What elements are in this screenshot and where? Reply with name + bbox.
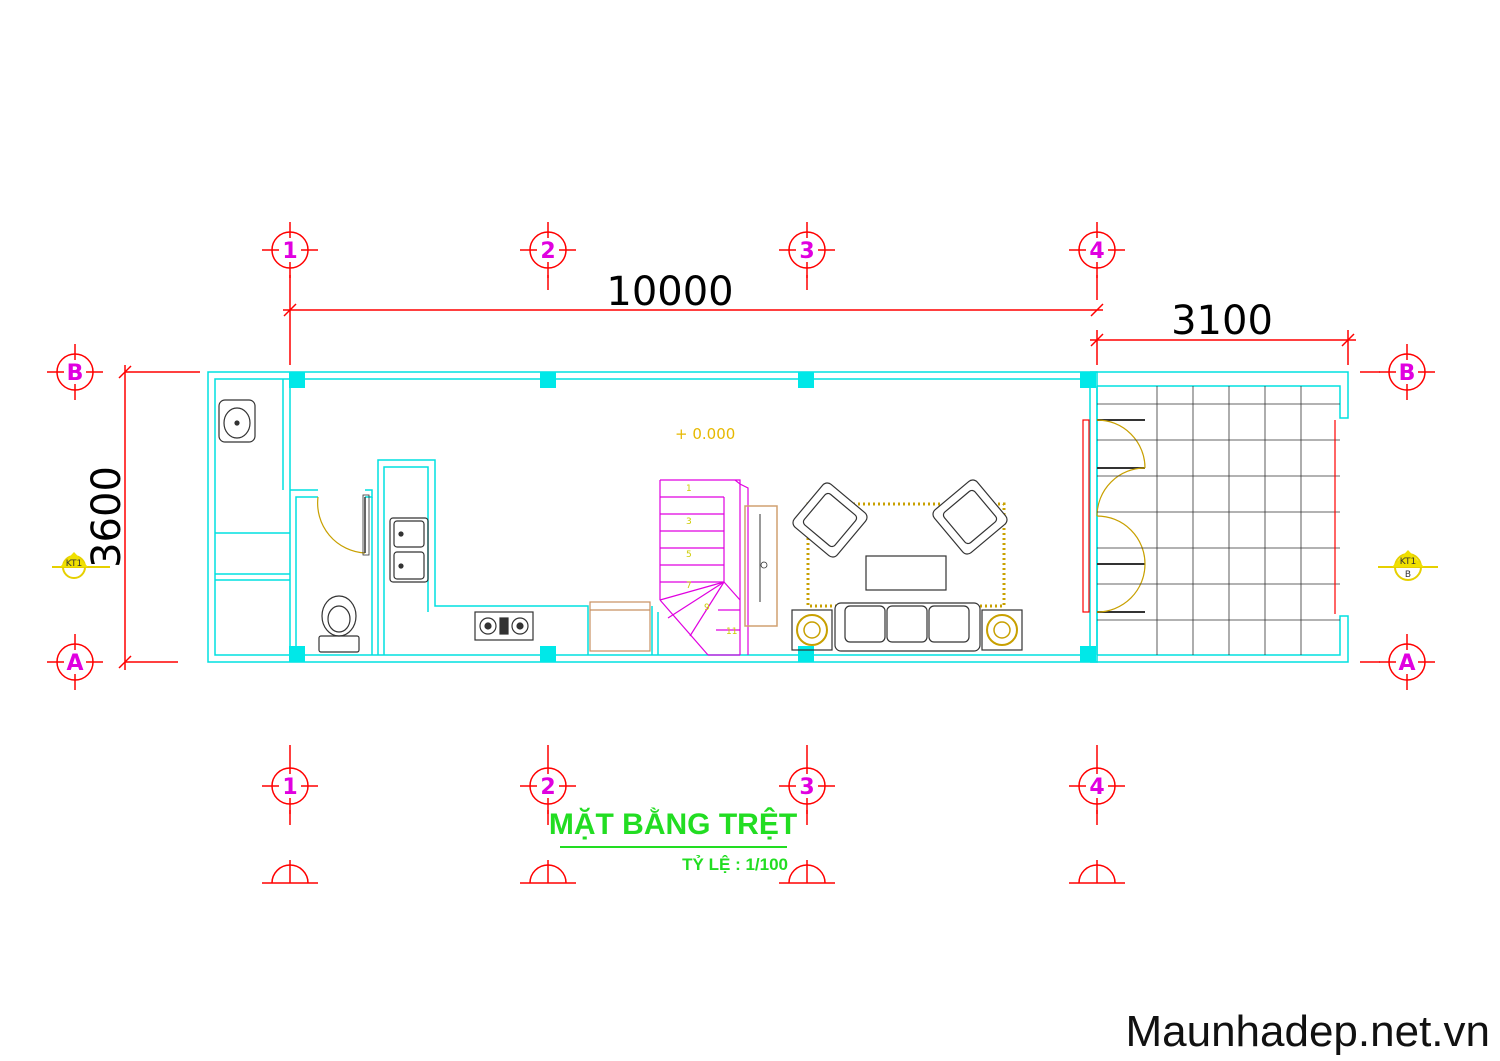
drawing-scale: TỶ LỆ : 1/100 <box>682 855 788 874</box>
dimension-width: 3600 <box>84 466 130 568</box>
structural-columns <box>289 372 1096 662</box>
side-table-left <box>791 609 833 651</box>
side-table-right <box>981 609 1023 651</box>
section-marker-right-label-top: KT1 <box>1400 557 1416 567</box>
section-marker-right: KT1 B <box>1378 550 1438 581</box>
axis-labels-bottom: 1 2 3 4 <box>279 774 1108 800</box>
stair-step-1: 1 <box>686 484 692 494</box>
axis-label-3-bottom: 3 <box>799 775 814 800</box>
stair-step-5: 5 <box>686 550 692 560</box>
staircase <box>659 479 749 656</box>
axis-label-4-bottom: 4 <box>1089 775 1104 800</box>
stair-step-11: 11 <box>726 627 737 637</box>
dimension-length-porch: 3100 <box>1171 298 1273 344</box>
refrigerator <box>589 601 651 652</box>
axis-label-b-left: B <box>67 361 84 386</box>
axis-labels-top: 1 2 3 4 <box>279 238 1108 264</box>
dimension-length-main: 10000 <box>606 269 733 315</box>
walls <box>207 371 1349 663</box>
stair-step-3: 3 <box>686 517 692 527</box>
toilet <box>318 595 360 653</box>
grid-lines <box>125 275 1380 825</box>
axis-label-2-bottom: 2 <box>540 775 555 800</box>
wc-door <box>317 494 370 556</box>
floor-level-mark: + 0.000 <box>675 425 735 443</box>
axis-label-1-bottom: 1 <box>282 775 297 800</box>
axis-label-b-right: B <box>1399 361 1416 386</box>
stair-step-7: 7 <box>686 581 692 591</box>
drawing-title: MẶT BẰNG TRỆT <box>549 807 797 841</box>
axis-labels-rows: B A B A <box>64 360 1418 676</box>
section-marker-left-label: KT1 <box>66 559 82 569</box>
section-marker-left: KT1 <box>52 552 110 579</box>
watermark-site-name: Maunhadep.net.vn <box>1125 1007 1490 1056</box>
dimension-lines <box>118 303 1356 670</box>
porch-tiles <box>1097 386 1340 655</box>
axis-label-1-top: 1 <box>282 239 297 264</box>
axis-label-3-top: 3 <box>799 239 814 264</box>
tv-cabinet <box>744 505 778 627</box>
gas-stove <box>474 611 534 641</box>
coffee-table <box>865 555 947 591</box>
axis-label-a-right: A <box>1398 651 1415 676</box>
armchair-left <box>792 482 868 558</box>
stair-step-9: 9 <box>704 603 710 613</box>
axis-label-2-top: 2 <box>540 239 555 264</box>
sofa <box>834 602 981 652</box>
axis-label-4-top: 4 <box>1089 239 1104 264</box>
stair-step-numbers: 1 3 5 7 9 11 <box>686 484 737 637</box>
kitchen-sink <box>389 517 429 583</box>
axis-label-a-left: A <box>66 651 83 676</box>
section-marker-right-label-bottom: B <box>1405 570 1411 580</box>
armchair-right <box>932 479 1008 555</box>
front-doors <box>1082 419 1146 613</box>
washbasin <box>218 399 256 443</box>
axis-bubbles-rows <box>47 344 1435 690</box>
